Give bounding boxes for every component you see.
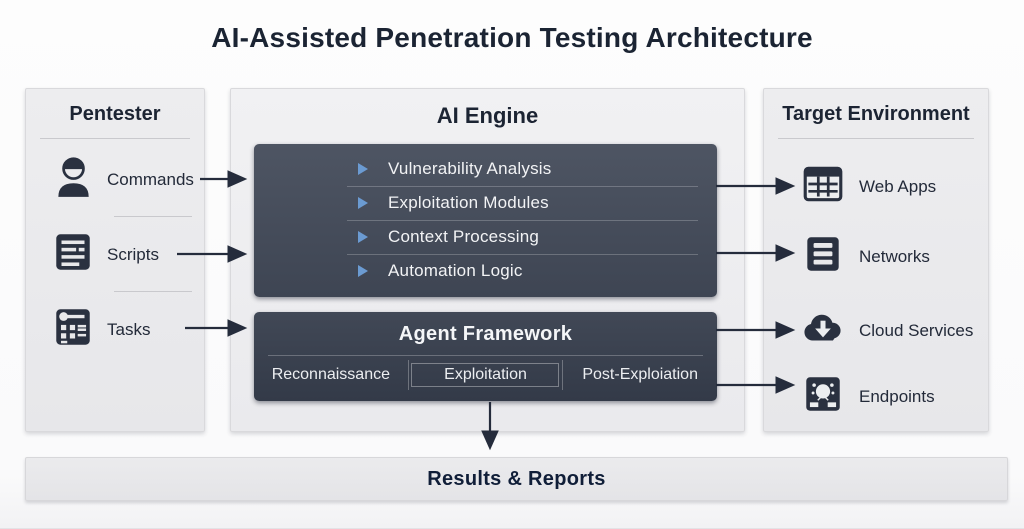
divider: [778, 138, 974, 139]
divider: [114, 291, 192, 292]
target-environment-panel-title: Target Environment: [782, 103, 970, 125]
pentester-item-label: Tasks: [107, 319, 151, 339]
triangle-bullet-icon: [358, 265, 368, 277]
results-reports-bar: Results & Reports: [25, 457, 1008, 501]
phase-exploitation: Exploitation: [407, 360, 563, 390]
results-reports-label: Results & Reports: [427, 467, 606, 490]
agent-framework-title: Agent Framework: [398, 323, 573, 345]
ai-engine-panel: AI Engine Vulnerability Analysis Exploit…: [230, 88, 745, 432]
pentester-panel-title: Pentester: [69, 103, 161, 125]
target-item-label: Networks: [859, 246, 930, 266]
target-item-cloud-services: Cloud Services: [800, 305, 973, 356]
pentester-item-scripts: Scripts: [50, 229, 159, 280]
pentester-item-tasks: Tasks: [50, 304, 150, 355]
ai-modules-box: Vulnerability Analysis Exploitation Modu…: [254, 144, 717, 297]
agent-phases-row: Reconnaissance Exploitation Post-Exploia…: [254, 356, 717, 394]
target-environment-panel: Target Environment Web Apps: [763, 88, 989, 432]
agent-framework-box: Agent Framework Reconnaissance Exploitat…: [254, 312, 717, 401]
pentester-item-label: Scripts: [107, 244, 159, 264]
divider: [114, 216, 192, 217]
page-title: AI-Assisted Penetration Testing Architec…: [211, 22, 813, 53]
phase-post-exploitation: Post-Exploiation: [562, 360, 717, 390]
triangle-bullet-icon: [358, 163, 368, 175]
pentester-panel: Pentester Commands: [25, 88, 205, 432]
networks-icon: [800, 231, 846, 282]
module-row-context-processing: Context Processing: [254, 220, 717, 254]
module-label: Context Processing: [388, 227, 540, 246]
target-item-networks: Networks: [800, 231, 930, 282]
target-item-endpoints: Endpoints: [800, 371, 935, 422]
person-icon: [50, 154, 96, 205]
triangle-bullet-icon: [358, 197, 368, 209]
cloud-download-icon: [800, 305, 846, 356]
endpoint-node-icon: [800, 371, 846, 422]
module-label: Exploitation Modules: [388, 193, 549, 212]
module-label: Automation Logic: [388, 261, 523, 280]
task-list-icon: [50, 304, 96, 355]
divider: [268, 355, 703, 356]
module-label: Vulnerability Analysis: [388, 159, 552, 178]
pentester-item-label: Commands: [107, 169, 194, 189]
target-item-label: Cloud Services: [859, 320, 974, 340]
module-row-exploitation-modules: Exploitation Modules: [254, 186, 717, 220]
script-icon: [50, 229, 96, 280]
module-row-automation-logic: Automation Logic: [254, 254, 717, 288]
target-item-label: Web Apps: [859, 176, 937, 196]
target-item-label: Endpoints: [859, 386, 935, 406]
target-item-web-apps: Web Apps: [800, 161, 936, 212]
pentester-item-commands: Commands: [50, 154, 194, 205]
web-apps-icon: [800, 161, 846, 212]
divider: [40, 138, 190, 139]
module-row-vulnerability-analysis: Vulnerability Analysis: [254, 152, 717, 186]
phase-reconnaissance: Reconnaissance: [271, 366, 390, 383]
triangle-bullet-icon: [358, 231, 368, 243]
ai-engine-panel-title: AI Engine: [436, 103, 539, 128]
